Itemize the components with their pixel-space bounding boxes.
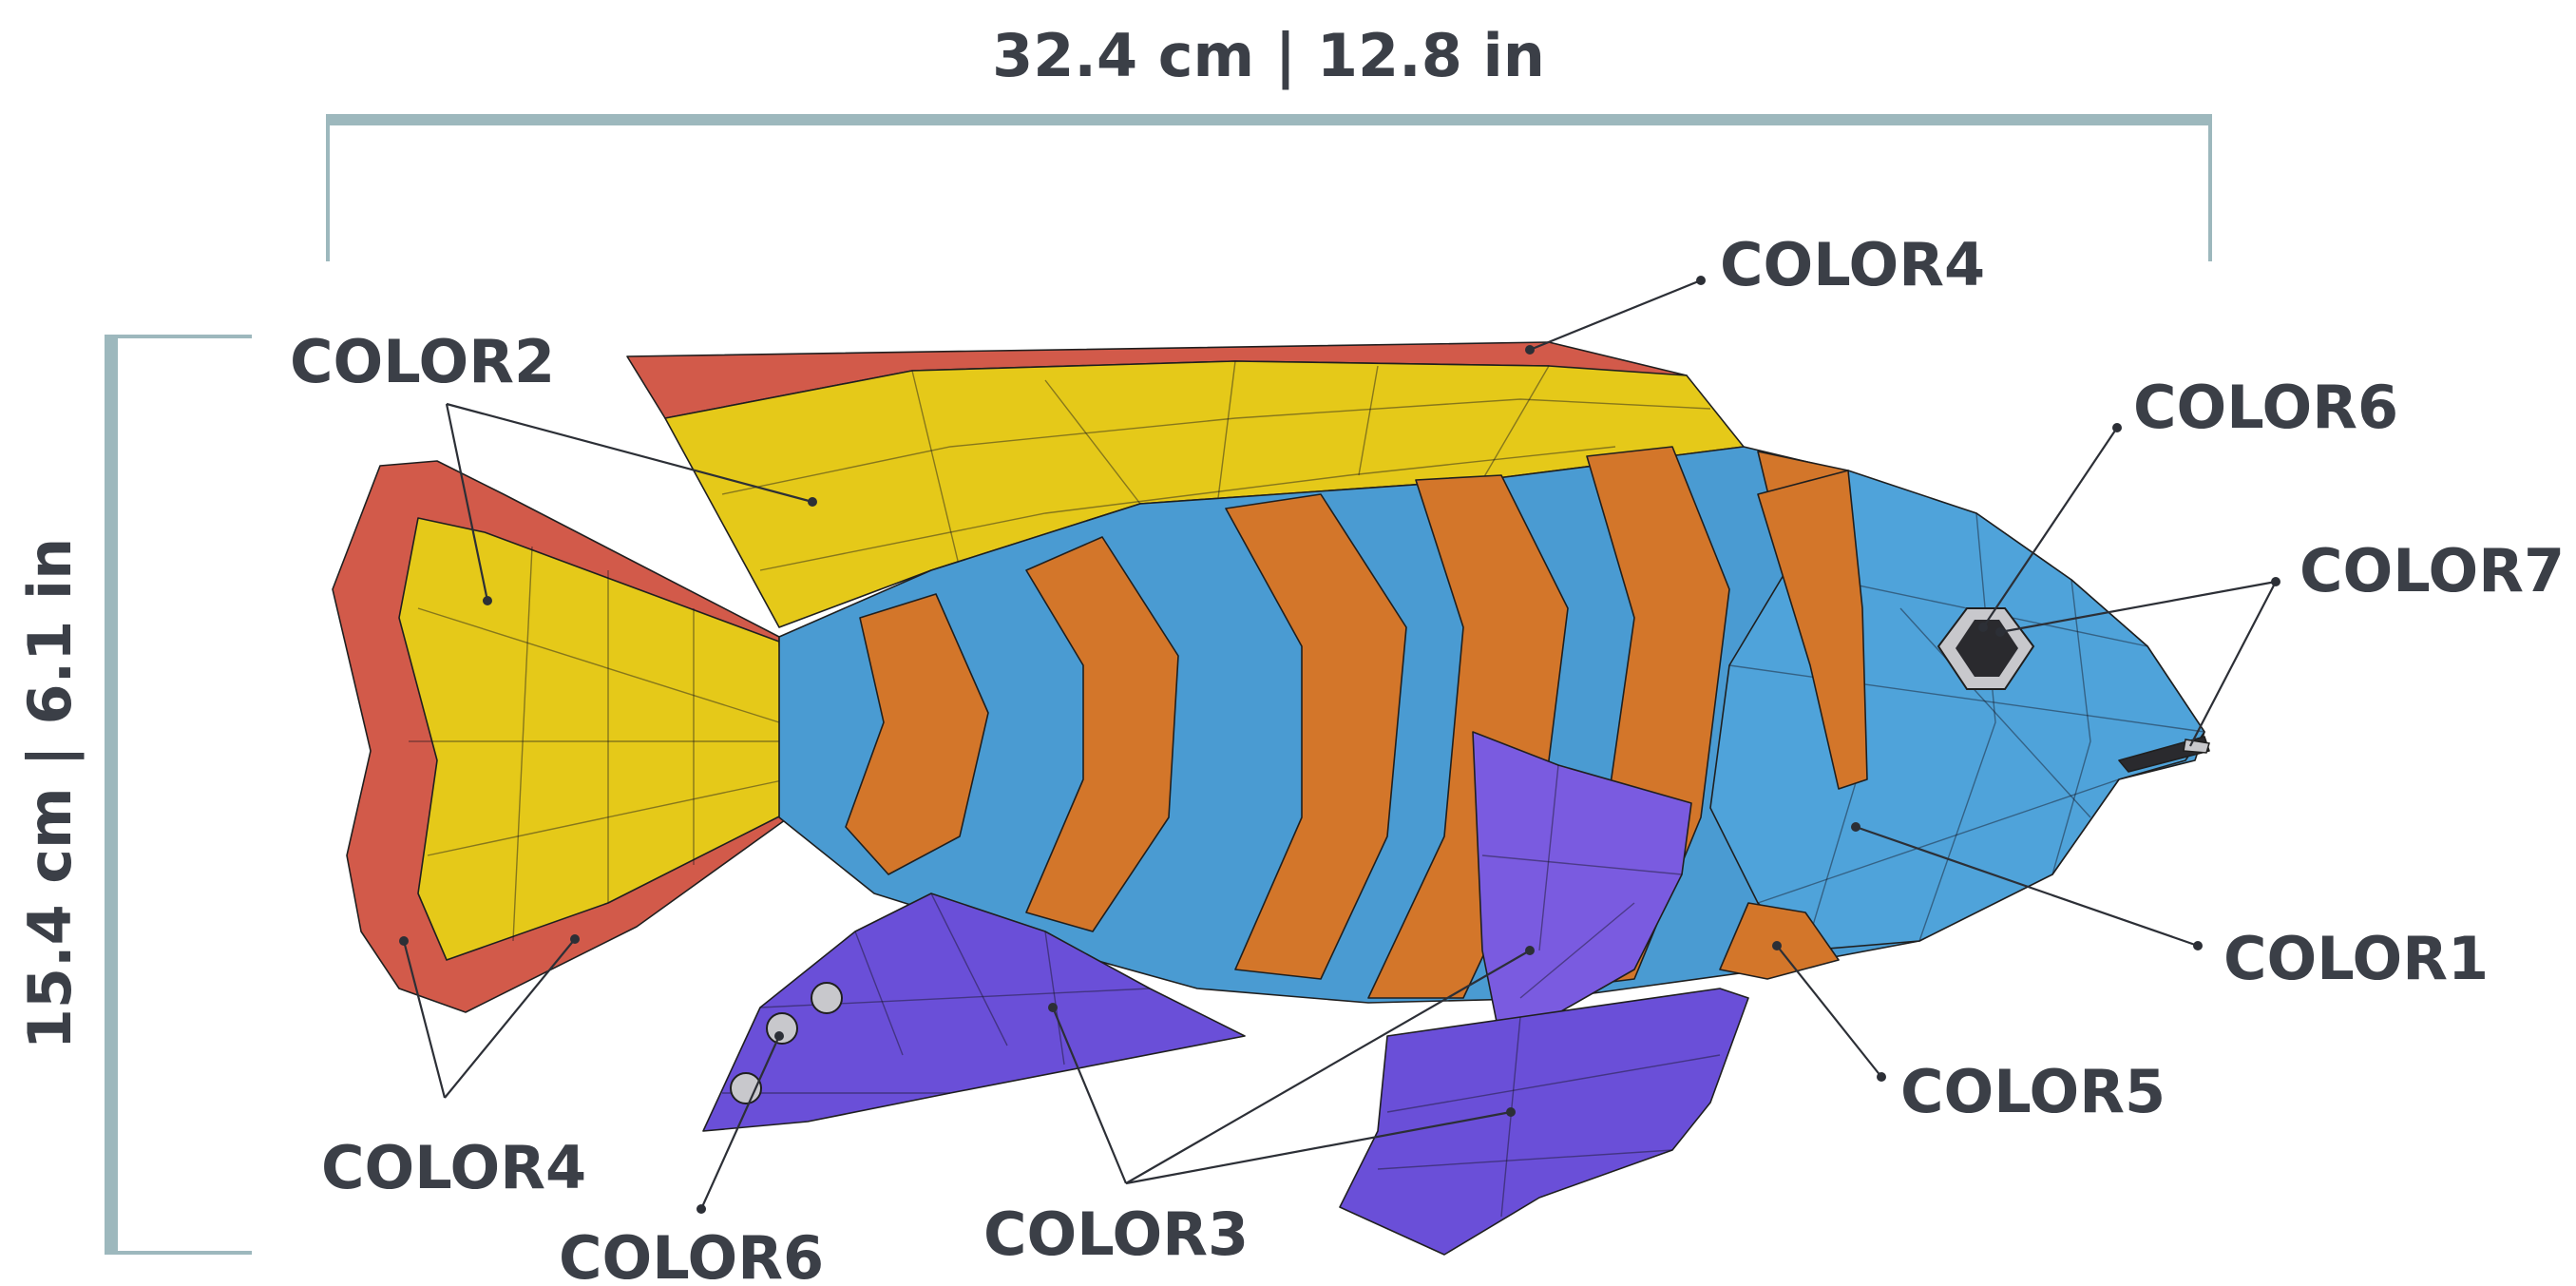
- pelvic-fin-purple: [1340, 988, 1748, 1255]
- dimension-width: 32.4 cm | 12.8 in: [326, 21, 2212, 261]
- label-color2: COLOR2: [290, 327, 555, 396]
- height-bar: [105, 335, 118, 1255]
- label-color7: COLOR7: [2299, 536, 2565, 605]
- tail-fin-yellow: [399, 518, 787, 960]
- label-color4-bottom: COLOR4: [321, 1133, 586, 1202]
- label-color6-bottom: COLOR6: [559, 1223, 824, 1286]
- label-color4-top: COLOR4: [1720, 230, 1985, 299]
- dimension-height: 15.4 cm | 6.1 in: [15, 335, 252, 1255]
- width-bar-left-tick: [326, 114, 330, 261]
- label-color5: COLOR5: [1900, 1057, 2166, 1126]
- height-label: 15.4 cm | 6.1 in: [15, 538, 86, 1050]
- width-label: 32.4 cm | 12.8 in: [992, 21, 1545, 91]
- label-color6-eye: COLOR6: [2133, 373, 2398, 442]
- width-bar: [326, 114, 2212, 125]
- label-color1: COLOR1: [2223, 924, 2489, 993]
- anal-spot-1: [811, 983, 842, 1013]
- label-color3: COLOR3: [983, 1200, 1249, 1269]
- width-bar-right-tick: [2208, 114, 2212, 261]
- height-bar-top-tick: [105, 335, 252, 338]
- height-bar-bottom-tick: [105, 1251, 252, 1255]
